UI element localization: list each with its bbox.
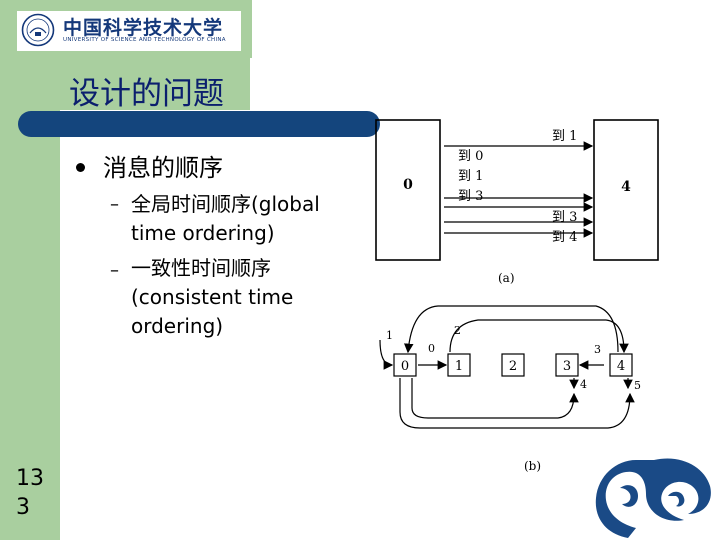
arrow-label: 到 4 [552, 230, 577, 245]
edge-label: 4 [580, 378, 587, 391]
sub-item-line: 全局时间顺序(global [131, 192, 320, 216]
edge-arrow [399, 378, 635, 429]
sub-item-consistent-ordering: 一致性时间顺序 (consistent time ordering) [131, 254, 356, 341]
node-4 [609, 353, 633, 377]
sub-item-line: 一致性时间顺序 [131, 256, 271, 280]
caption-b: (b) [524, 459, 541, 473]
sub-bullet-dash: – [110, 194, 119, 215]
bullet-dot [76, 163, 85, 172]
sub-item-global-ordering: 全局时间顺序(global time ordering) [131, 190, 356, 248]
edge-arrow [449, 319, 629, 354]
sub-item-line: ordering) [131, 314, 224, 338]
edge-arrow [411, 378, 579, 419]
node-label: 2 [509, 359, 517, 374]
edge-label: 2 [454, 324, 461, 337]
slide-title: 设计的问题 [69, 76, 224, 112]
page-number-line: 13 [16, 466, 44, 491]
logo-chinese-text: 中国科学技术大学 [63, 17, 224, 39]
edge-arrow [403, 305, 619, 354]
node-label: 4 [617, 359, 625, 374]
logo-english-text: UNIVERSITY OF SCIENCE AND TECHNOLOGY OF … [63, 37, 226, 43]
edge-label: 5 [634, 379, 641, 392]
process-box-left [375, 119, 441, 261]
title-panel [60, 58, 250, 110]
page-number: 13 3 [16, 464, 56, 522]
process-right-label: 4 [621, 179, 631, 195]
caption-a: (a) [498, 271, 515, 285]
university-logo: 中国科学技术大学 UNIVERSITY OF SCIENCE AND TECHN… [17, 11, 241, 51]
node-label: 0 [401, 359, 409, 374]
arrow-label: 到 3 [552, 210, 577, 225]
node-label: 3 [563, 359, 571, 374]
arrow-label: 到 1 [552, 129, 577, 144]
university-seal-icon [21, 13, 55, 47]
node-2 [501, 353, 525, 377]
message-ordering-diagram: 0 4 到 1 到 3 到 4 到 0 到 1 到 3 (a) 0 1 2 3 … [375, 119, 659, 473]
edge-label: 3 [594, 343, 601, 356]
edge-label: 1 [386, 329, 393, 342]
process-left-label: 0 [403, 177, 413, 193]
sub-item-line: (consistent time [131, 285, 294, 309]
header-logo-panel: 中国科学技术大学 UNIVERSITY OF SCIENCE AND TECHN… [0, 0, 252, 58]
edge-label: 0 [428, 342, 435, 355]
sub-bullet-dash: – [110, 260, 119, 281]
page-number-line: 3 [16, 495, 30, 520]
node-3 [555, 353, 579, 377]
sub-item-line: time ordering) [131, 221, 275, 245]
sidebar-strip [0, 0, 60, 540]
arrow-label: 到 3 [458, 189, 483, 204]
edge-arrow [379, 339, 394, 370]
dragon-logo-icon [595, 458, 711, 538]
node-label: 1 [455, 359, 463, 374]
node-1 [447, 353, 471, 377]
node-0 [393, 353, 417, 377]
bullet-text: 消息的顺序 [103, 154, 223, 182]
process-box-right [593, 119, 659, 261]
arrow-label: 到 0 [458, 149, 483, 164]
title-underline-bar [18, 111, 380, 137]
arrow-label: 到 1 [458, 169, 483, 184]
